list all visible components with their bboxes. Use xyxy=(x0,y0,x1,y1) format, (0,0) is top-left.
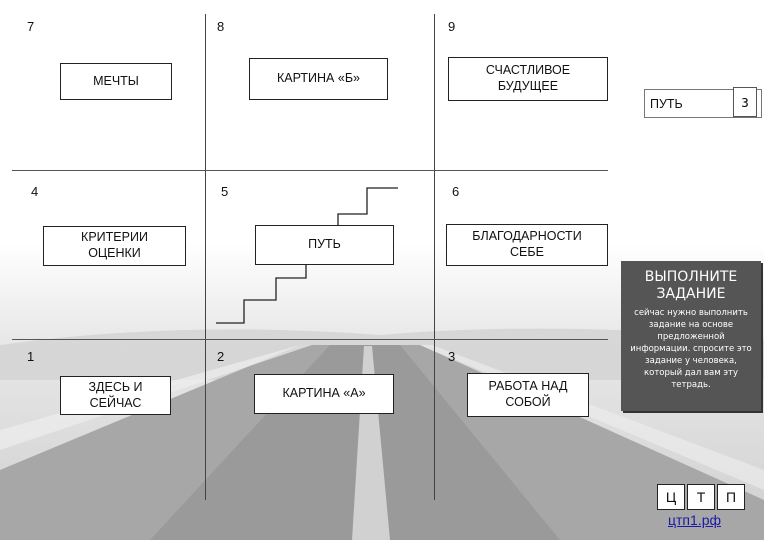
cell-number-4: 4 xyxy=(31,184,39,199)
cell-number-1: 1 xyxy=(27,349,35,364)
grid-vertical-line-left xyxy=(205,14,206,500)
cell-number-9: 9 xyxy=(448,19,456,34)
logo-letter-t: Т xyxy=(687,484,715,510)
path-step-tab[interactable]: ПУТЬ 3 xyxy=(644,87,762,118)
box-happy-future[interactable]: СЧАСТЛИВОЕ БУДУЩЕЕ xyxy=(448,57,608,101)
cell-number-7: 7 xyxy=(27,19,35,34)
box-dreams[interactable]: МЕЧТЫ xyxy=(60,63,172,100)
box-self-gratitude[interactable]: БЛАГОДАРНОСТИ СЕБЕ xyxy=(446,224,608,266)
cell-number-3: 3 xyxy=(448,349,456,364)
task-title: ВЫПОЛНИТЕ ЗАДАНИЕ xyxy=(644,269,738,302)
cell-number-6: 6 xyxy=(452,184,460,199)
grid-horizontal-line-top xyxy=(12,170,608,171)
ctp-logo: Ц Т П xyxy=(657,484,745,510)
path-tab-label: ПУТЬ xyxy=(650,97,683,111)
path-step-number: 3 xyxy=(733,87,757,117)
cell-number-5: 5 xyxy=(221,184,229,199)
grid-horizontal-line-bottom xyxy=(12,339,608,340)
box-self-work[interactable]: РАБОТА НАД СОБОЙ xyxy=(467,373,589,417)
box-picture-b[interactable]: КАРТИНА «Б» xyxy=(249,58,388,100)
site-link[interactable]: цтп1.рф xyxy=(668,512,721,528)
cell-number-2: 2 xyxy=(217,349,225,364)
box-picture-a[interactable]: КАРТИНА «А» xyxy=(254,374,394,414)
box-here-and-now[interactable]: ЗДЕСЬ И СЕЙЧАС xyxy=(60,376,171,415)
box-path[interactable]: ПУТЬ xyxy=(255,225,394,265)
logo-letter-c: Ц xyxy=(657,484,685,510)
logo-letter-p: П xyxy=(717,484,745,510)
task-text: сейчас нужно выполнить задание на основе… xyxy=(630,308,752,390)
cell-number-8: 8 xyxy=(217,19,225,34)
grid-vertical-line-right xyxy=(434,14,435,500)
box-evaluation-criteria[interactable]: КРИТЕРИИ ОЦЕНКИ xyxy=(43,226,186,266)
task-panel: ВЫПОЛНИТЕ ЗАДАНИЕ сейчас нужно выполнить… xyxy=(621,261,761,411)
